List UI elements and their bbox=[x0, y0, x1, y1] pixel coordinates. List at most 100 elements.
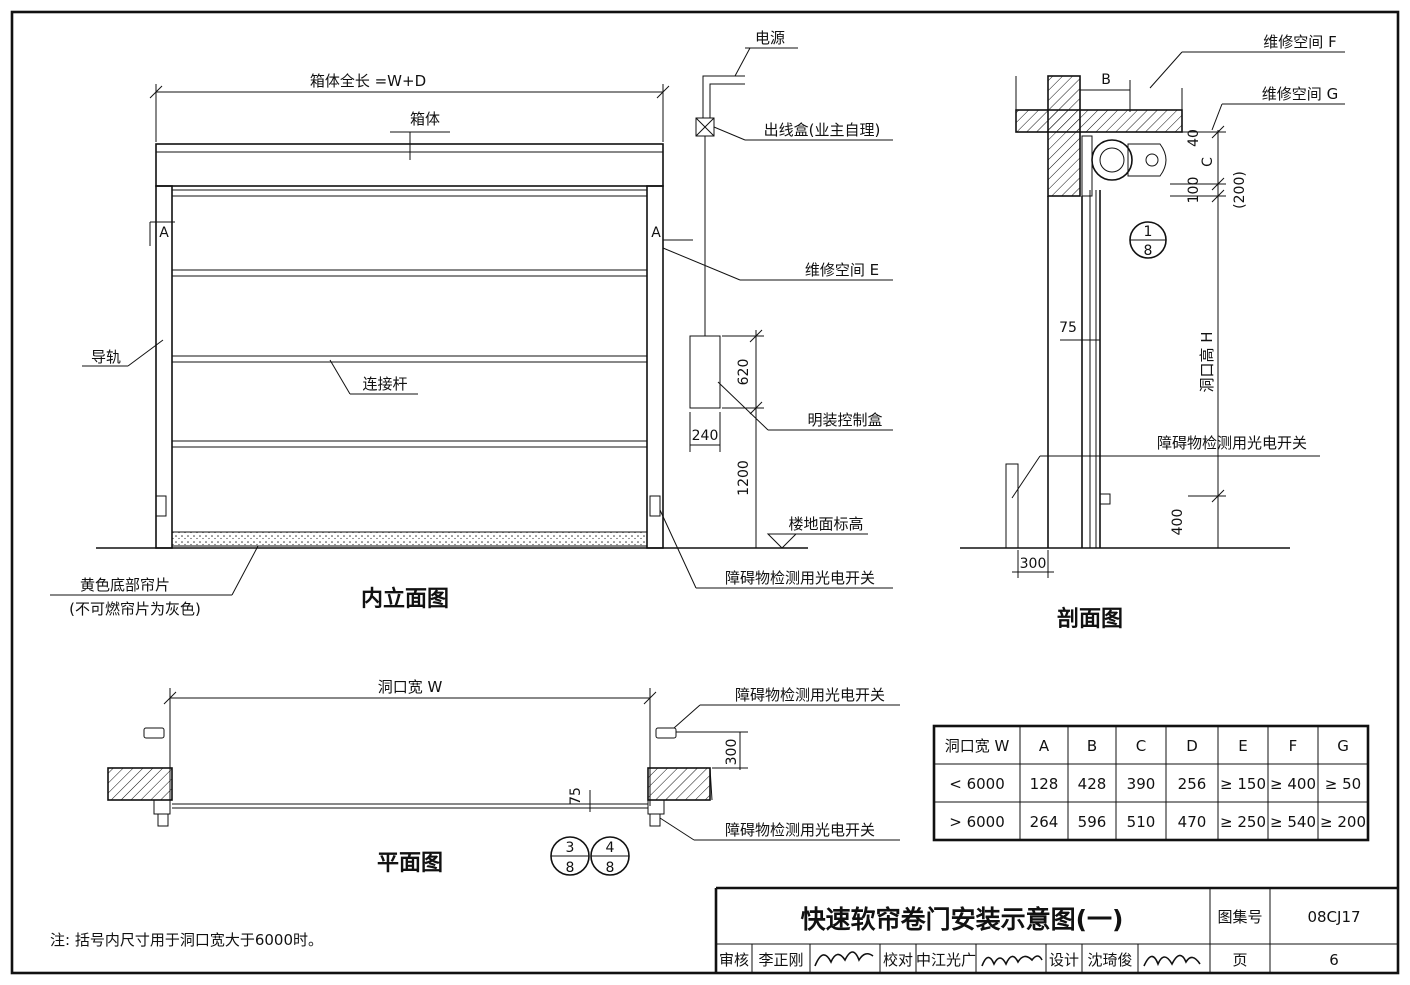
table-header-d: D bbox=[1186, 737, 1198, 755]
detail-4-bottom: 8 bbox=[606, 860, 615, 876]
box-label: 箱体 bbox=[410, 110, 440, 128]
table-header-c: C bbox=[1136, 737, 1146, 755]
photo-switch-label-elevation: 障碍物检测用光电开关 bbox=[725, 569, 875, 587]
table-header-a: A bbox=[1039, 737, 1050, 755]
page-label: 页 bbox=[1232, 951, 1247, 969]
table-header-e: E bbox=[1238, 737, 1247, 755]
total-length-label: 箱体全长 =W+D bbox=[310, 72, 426, 90]
detail-4-top: 4 bbox=[606, 840, 615, 856]
reviewer-signature bbox=[814, 951, 874, 967]
check-label: 校对 bbox=[883, 951, 913, 969]
plan-wall-left bbox=[107, 767, 173, 801]
bottom-panel-note: (不可燃帘片为灰色) bbox=[69, 600, 201, 618]
reviewer-name: 李正刚 bbox=[758, 951, 803, 969]
rail-label: 导轨 bbox=[91, 348, 121, 366]
dim-c: C bbox=[1200, 157, 1216, 167]
bollard bbox=[1005, 463, 1019, 549]
opening-width-label: 洞口宽 W bbox=[378, 678, 443, 696]
maintenance-e-label: 维修空间 E bbox=[805, 261, 879, 279]
atlas-label: 图集号 bbox=[1217, 908, 1262, 926]
page-number: 6 bbox=[1329, 951, 1339, 969]
table-header-f: F bbox=[1289, 737, 1298, 755]
plan-photocell-left bbox=[143, 727, 165, 739]
photo-switch-right bbox=[649, 495, 661, 517]
table-cell: ≥ 540 bbox=[1270, 813, 1316, 831]
review-label: 审核 bbox=[719, 951, 749, 969]
photo-switch-section bbox=[1099, 493, 1111, 505]
photo-switch-left bbox=[155, 495, 167, 517]
designer-name: 沈琦俊 bbox=[1087, 951, 1132, 969]
dimension-table: 洞口宽 W A B C D E F G < 6000 128 428 390 2… bbox=[932, 724, 1370, 842]
table-cell: ≥ 400 bbox=[1270, 775, 1316, 793]
curtain bbox=[171, 189, 648, 533]
table-cell: 510 bbox=[1127, 813, 1156, 831]
plan-photocell-right bbox=[655, 727, 677, 739]
dim-100: 100 bbox=[1186, 177, 1202, 204]
section-mark-left: A bbox=[159, 225, 169, 241]
drawing-border bbox=[10, 10, 1400, 975]
table-cell: 470 bbox=[1178, 813, 1207, 831]
plan-title: 平面图 bbox=[377, 851, 443, 876]
ceiling-slab bbox=[1015, 109, 1183, 133]
atlas-number: 08CJ17 bbox=[1307, 908, 1360, 926]
checker-name: 中江光广 bbox=[916, 951, 976, 969]
table-cell: 390 bbox=[1127, 775, 1156, 793]
table-cell: ≥ 250 bbox=[1220, 813, 1266, 831]
table-cell: 596 bbox=[1078, 813, 1107, 831]
outlet-box-label: 出线盒(业主自理) bbox=[764, 121, 881, 139]
dim-75-plan: 75 bbox=[568, 787, 584, 805]
opening-height-label: 洞口高 H bbox=[1198, 331, 1216, 392]
floor-level-label: 楼地面标高 bbox=[788, 515, 863, 533]
table-cell: ≥ 200 bbox=[1320, 813, 1366, 831]
table-cell: 128 bbox=[1030, 775, 1059, 793]
title-block: 快速软帘卷门安装示意图(一) 图集号 08CJ17 审核 李正刚 校对 中江光广… bbox=[714, 886, 1398, 973]
elevation-title: 内立面图 bbox=[361, 586, 449, 612]
maintenance-g-label: 维修空间 G bbox=[1262, 85, 1338, 103]
table-cell: < 6000 bbox=[949, 775, 1005, 793]
connecting-rod-1 bbox=[171, 269, 648, 277]
dim-300-section: 300 bbox=[1020, 556, 1047, 572]
connecting-rod-2 bbox=[171, 355, 648, 363]
photo-switch-label-plan-top: 障碍物检测用光电开关 bbox=[735, 686, 885, 704]
maintenance-f-label: 维修空间 F bbox=[1263, 33, 1336, 51]
checker-signature bbox=[981, 955, 1043, 967]
section-mark-right: A bbox=[651, 225, 661, 241]
section-view: B 维修空间 F 维修空间 G 40 C 100 (200) 洞口高 H 400… bbox=[960, 33, 1345, 632]
dim-40: 40 bbox=[1186, 129, 1202, 147]
plan-wall-right bbox=[647, 767, 711, 801]
bottom-panel bbox=[171, 531, 648, 547]
dim-b: B bbox=[1101, 72, 1111, 88]
design-label: 设计 bbox=[1049, 951, 1079, 969]
table-cell: 264 bbox=[1030, 813, 1059, 831]
control-box-label: 明装控制盒 bbox=[807, 411, 882, 429]
lintel-beam bbox=[1047, 75, 1081, 197]
bottom-panel-label: 黄色底部帘片 bbox=[80, 576, 170, 594]
detail-3-top: 3 bbox=[566, 840, 575, 856]
table-cell: ≥ 150 bbox=[1220, 775, 1266, 793]
note-text: 注: 括号内尺寸用于洞口宽大于6000时。 bbox=[50, 931, 323, 949]
dim-400-section: 400 bbox=[1170, 509, 1186, 536]
dim-300-plan: 300 bbox=[724, 739, 740, 766]
connecting-rod-3 bbox=[171, 440, 648, 448]
table-cell: ≥ 50 bbox=[1325, 775, 1361, 793]
motor-bracket bbox=[1127, 143, 1167, 177]
section-title: 剖面图 bbox=[1057, 606, 1123, 632]
table-cell: 428 bbox=[1078, 775, 1107, 793]
dim-620: 620 bbox=[736, 359, 752, 386]
table-header-w: 洞口宽 W bbox=[945, 737, 1010, 755]
connecting-rod-label: 连接杆 bbox=[362, 375, 407, 393]
power-label: 电源 bbox=[755, 29, 785, 47]
dim-240: 240 bbox=[692, 428, 719, 444]
designer-signature bbox=[1143, 954, 1201, 967]
detail-1-top: 1 bbox=[1144, 224, 1153, 240]
dim-200: (200) bbox=[1232, 171, 1248, 209]
dim-1200: 1200 bbox=[736, 460, 752, 496]
elevation-view: 箱体全长 =W+D 箱体 A A 导轨 连接杆 bbox=[50, 29, 893, 618]
table-cell: > 6000 bbox=[949, 813, 1005, 831]
plan-view: 洞口宽 W 障碍物检测用光电开关 300 75 障碍物检测用光电开关 bbox=[107, 678, 900, 876]
table-cell: 256 bbox=[1178, 775, 1207, 793]
table-header-b: B bbox=[1087, 737, 1097, 755]
table-header-g: G bbox=[1337, 737, 1349, 755]
drawing-title: 快速软帘卷门安装示意图(一) bbox=[801, 905, 1124, 934]
